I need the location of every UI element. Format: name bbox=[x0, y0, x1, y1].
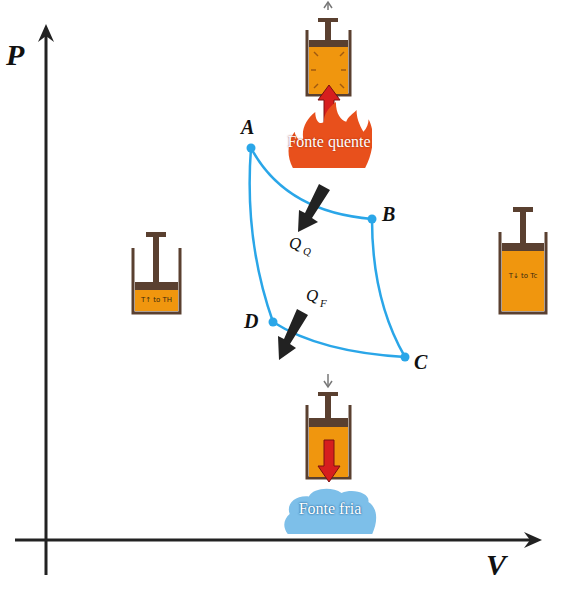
point-label: B bbox=[382, 204, 395, 224]
point-label: D bbox=[244, 311, 258, 331]
cold-source: Fonte fria bbox=[282, 484, 378, 534]
node-text: Fonte fria bbox=[299, 501, 362, 518]
heat-arrow bbox=[278, 184, 330, 360]
cylinder bbox=[307, 2, 350, 122]
node-text: Fonte quente bbox=[287, 134, 370, 151]
p-axis bbox=[45, 30, 48, 575]
cylinder-state: T↓ to Tc bbox=[502, 262, 544, 292]
node-text: T↑ to TH bbox=[141, 297, 172, 304]
heat-subscript: Q bbox=[303, 246, 311, 257]
cylinder bbox=[500, 207, 546, 313]
axis-label: P bbox=[6, 40, 24, 70]
heat-label: Q bbox=[289, 235, 301, 252]
point-label: A bbox=[241, 117, 254, 137]
heat-subscript: F bbox=[320, 298, 327, 309]
cylinder bbox=[133, 232, 180, 313]
node-text: T↓ to Tc bbox=[509, 273, 538, 280]
cylinder bbox=[307, 374, 350, 482]
hot-source: Fonte quente bbox=[286, 102, 372, 168]
carnot-cycle bbox=[250, 148, 405, 357]
cylinder-state: T↑ to TH bbox=[135, 291, 178, 310]
v-axis bbox=[15, 539, 536, 542]
point-label: C bbox=[414, 352, 427, 372]
heat-label: Q bbox=[306, 287, 318, 304]
axis-label: V bbox=[486, 550, 506, 580]
